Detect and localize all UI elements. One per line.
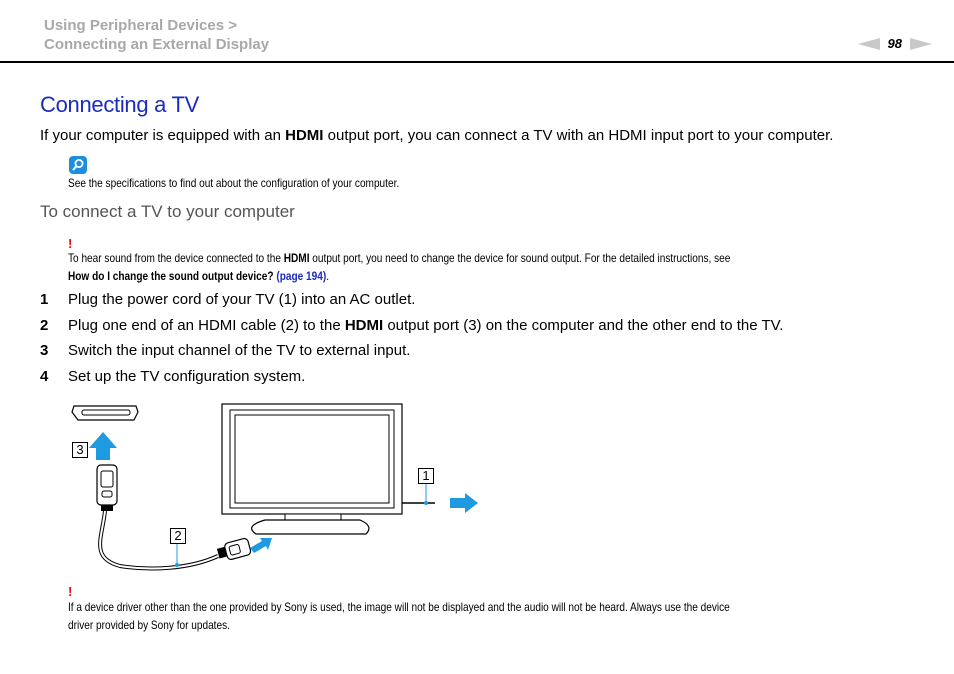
intro-hdmi: HDMI (285, 127, 324, 144)
driver-note-line: If a device driver other than the one pr… (68, 600, 730, 614)
intro-paragraph: If your computer is equipped with an HDM… (40, 127, 833, 144)
sound-note: To hear sound from the device connected … (68, 249, 730, 285)
breadcrumb-parent[interactable]: Using Peripheral Devices > (44, 17, 238, 34)
page-link[interactable]: (page 194) (276, 269, 327, 283)
warning-marker: ! (68, 236, 73, 251)
step-text-part: output port (3) on the computer and the … (383, 317, 784, 334)
tv-connection-diagram: 3 2 1 (60, 398, 490, 583)
note-hdmi: HDMI (283, 251, 310, 265)
step-number: 3 (40, 342, 49, 359)
breadcrumb: Using Peripheral Devices > Connecting an… (44, 16, 269, 54)
intro-text: If your computer is equipped with an (40, 127, 286, 144)
note-period: . (326, 269, 330, 283)
step-number: 1 (40, 291, 49, 308)
label-3: 3 (72, 442, 88, 458)
step-text: Plug one end of an HDMI cable (2) to the… (68, 317, 783, 334)
tip-text: See the specifications to find out about… (68, 176, 400, 190)
step-number: 4 (40, 368, 49, 385)
header-divider (0, 61, 954, 63)
step-number: 2 (40, 317, 49, 334)
breadcrumb-current[interactable]: Connecting an External Display (44, 36, 270, 53)
driver-note-line: driver provided by Sony for updates. (68, 618, 230, 632)
label-1: 1 (418, 468, 434, 484)
warning-marker: ! (68, 584, 73, 599)
label-2: 2 (170, 528, 186, 544)
note-text: To hear sound from the device connected … (68, 251, 284, 265)
step-text: Switch the input channel of the TV to ex… (68, 342, 411, 359)
driver-note: If a device driver other than the one pr… (68, 598, 730, 634)
step-text: Set up the TV configuration system. (68, 368, 306, 385)
intro-text-end: output port, you can connect a TV with a… (323, 127, 834, 144)
page-number: 98 (887, 36, 902, 51)
step-hdmi: HDMI (344, 317, 384, 334)
magnifier-icon (69, 156, 87, 174)
page-title: Connecting a TV (40, 92, 199, 117)
page-navigation: 98 (857, 36, 932, 51)
note-text-end: output port, you need to change the devi… (309, 251, 731, 265)
procedure-title: To connect a TV to your computer (40, 202, 295, 221)
note-link-title: How do I change the sound output device? (68, 269, 274, 283)
step-text-part: Plug one end of an HDMI cable (2) to the (68, 317, 345, 334)
arrow-left-icon[interactable] (857, 37, 880, 50)
step-text: Plug the power cord of your TV (1) into … (68, 291, 416, 308)
diagram-illustration (71, 403, 478, 571)
arrow-right-icon[interactable] (910, 37, 932, 50)
